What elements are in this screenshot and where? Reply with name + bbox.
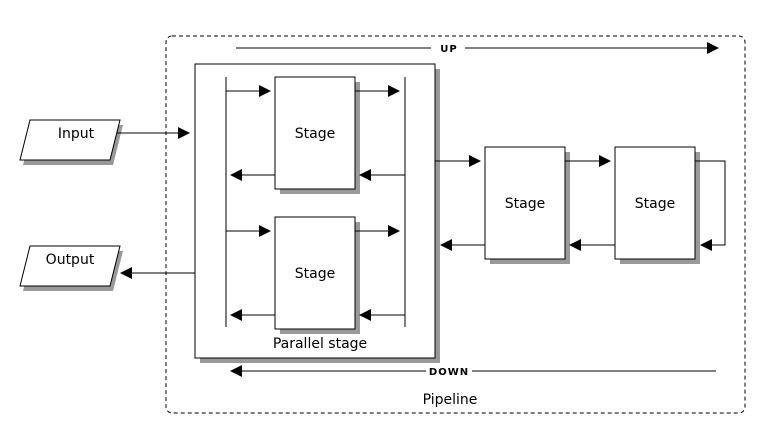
up-label: UP: [440, 44, 457, 55]
output-node: Output: [19, 245, 123, 291]
pipeline-group: Pipeline: [165, 35, 746, 414]
input-node: Input: [19, 119, 123, 165]
pipeline-label: Pipeline: [423, 392, 478, 408]
inner-stage-1: Stage: [274, 76, 360, 194]
inner-stage-2-label: Stage: [295, 266, 335, 282]
output-label: Output: [46, 252, 95, 268]
inner-stage-2: Stage: [274, 216, 360, 334]
stage-b-label: Stage: [635, 196, 675, 212]
inner-stage-1-label: Stage: [295, 126, 335, 142]
stage-b-loopback-arrow: [695, 160, 726, 251]
down-label: DOWN: [429, 367, 469, 378]
stage-a: Stage: [484, 146, 570, 264]
up-arrow: UP: [236, 42, 719, 55]
down-arrow: DOWN: [230, 365, 716, 378]
parallel-stage: Parallel stage Stage Stage: [194, 63, 440, 363]
input-label: Input: [58, 126, 95, 142]
stage-b: Stage: [614, 146, 700, 264]
parallel-stage-label: Parallel stage: [273, 336, 367, 352]
stage-a-label: Stage: [505, 196, 545, 212]
